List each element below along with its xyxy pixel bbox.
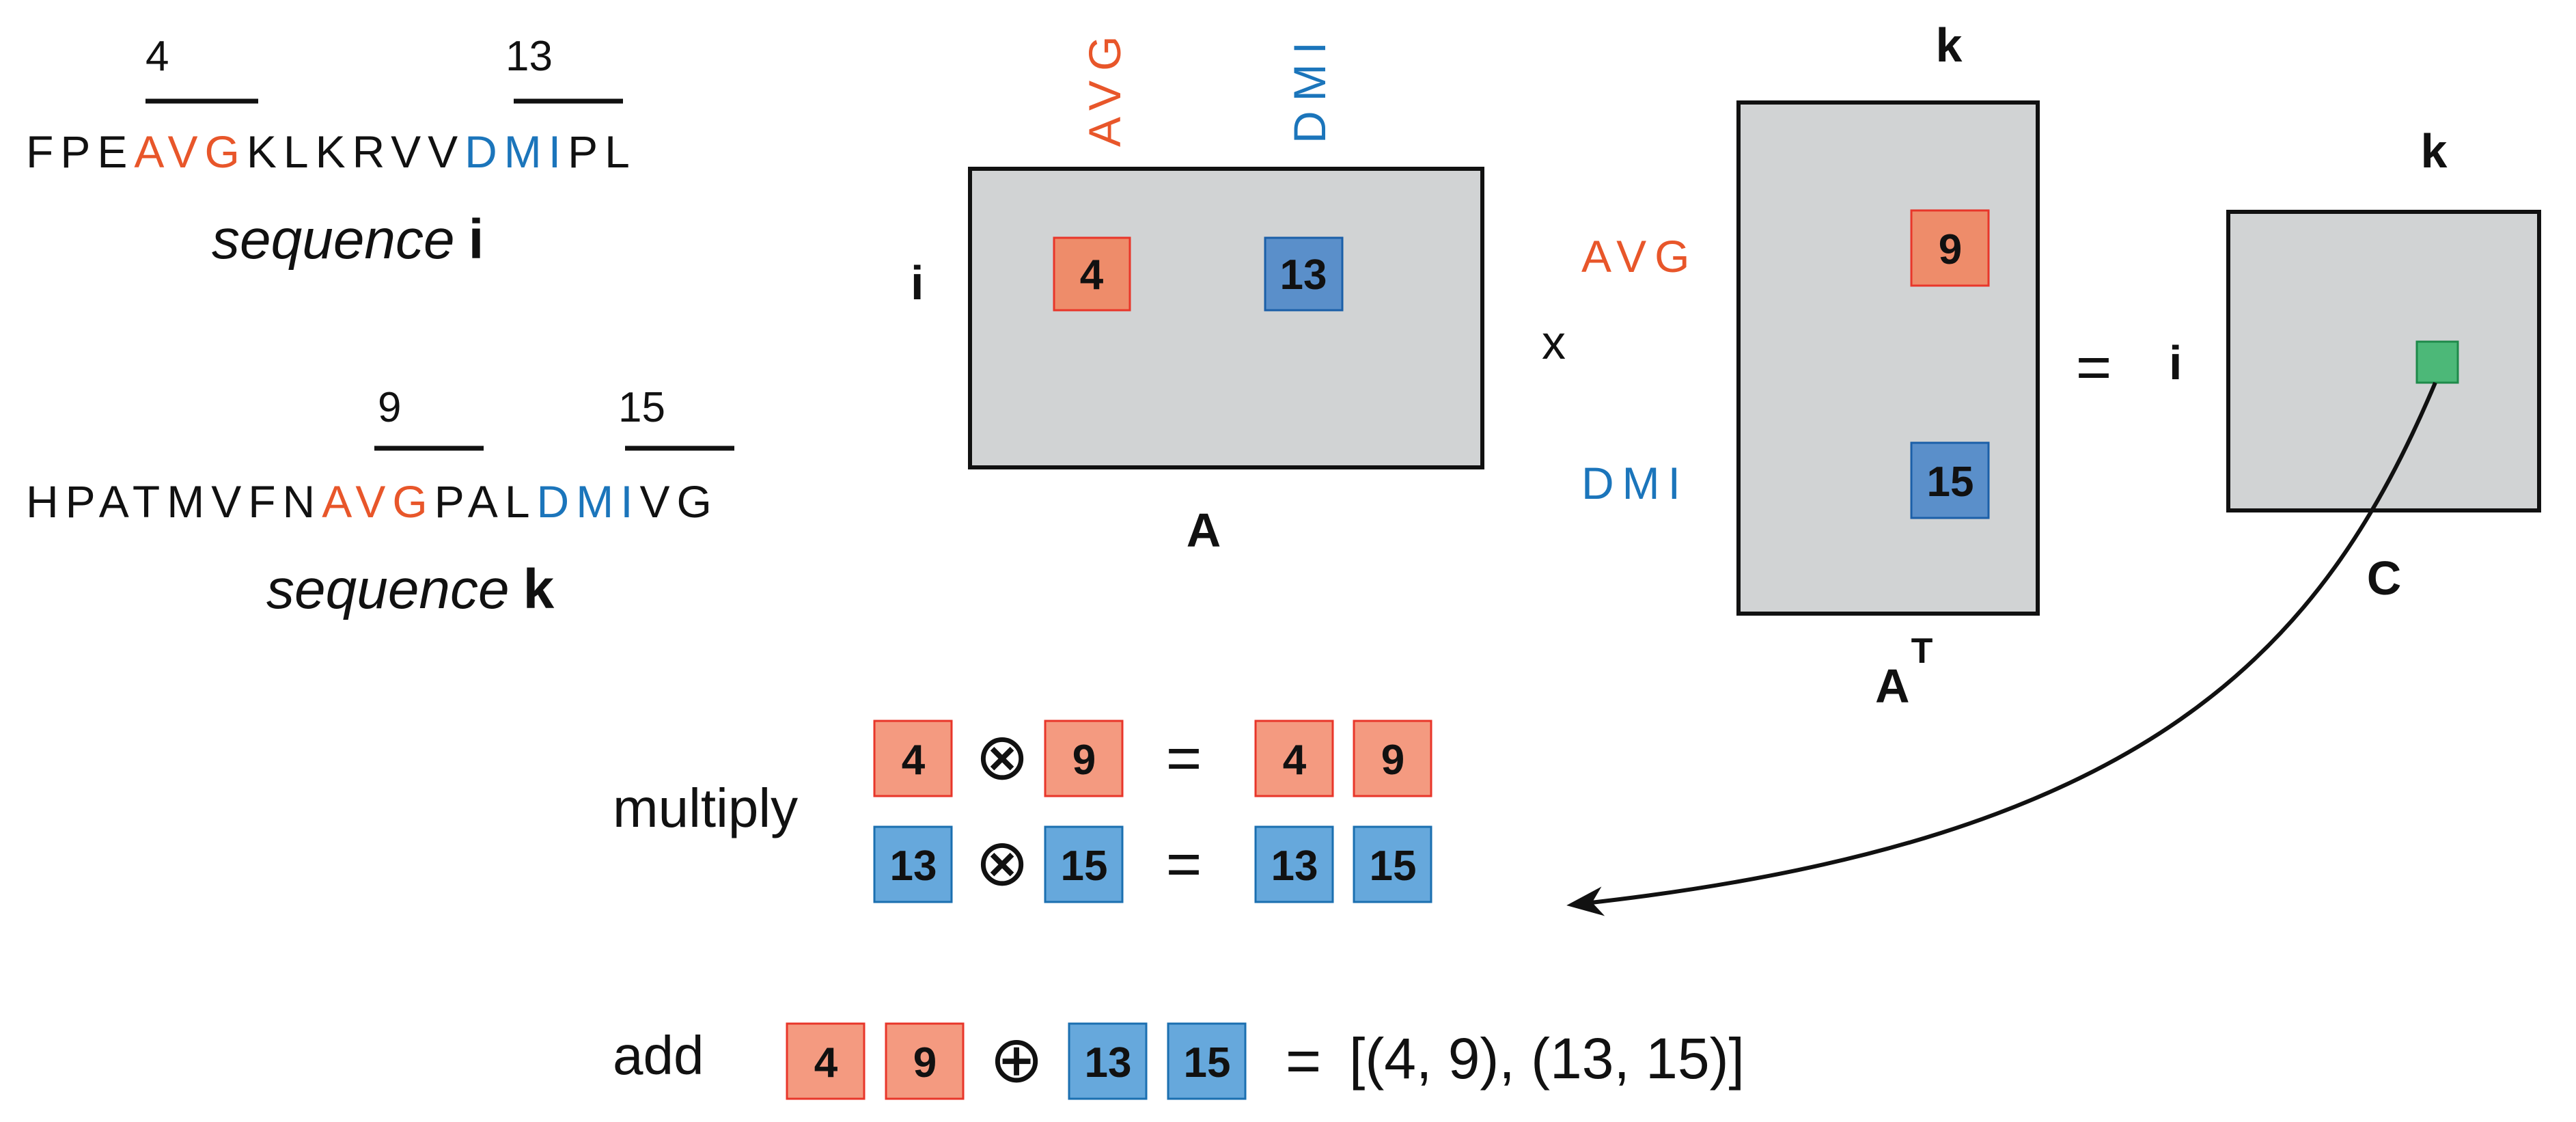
mult-row1-otimes: ⊗ (975, 721, 1029, 793)
seq-k-seg-5: VG (640, 476, 719, 527)
mult-row2-r2-value: 15 (1370, 843, 1417, 890)
mult-row2-a-value: 13 (890, 843, 937, 890)
seq-i-seg-avg: AVG (134, 126, 246, 177)
matrix-at-cell-dmi-value: 15 (1927, 459, 1974, 506)
mult-row2-r2 (1353, 825, 1432, 903)
matrix-a-name: A (1187, 504, 1221, 557)
times-sign: x (1542, 316, 1566, 369)
matrix-c-group: k i C (2169, 124, 2541, 605)
mult-row1-b-value: 9 (1072, 737, 1096, 784)
matrix-c (2226, 210, 2541, 512)
add-result: [(4, 9), (13, 15)] (1349, 1026, 1745, 1091)
matrix-at-name: AT (1875, 631, 1933, 713)
seq-i-seg-5: PL (568, 126, 637, 177)
mult-row1-b (1044, 720, 1124, 797)
seq-k-seg-dmi: DMI (537, 476, 640, 527)
mult-row2-r1 (1254, 825, 1334, 903)
mult-row1-r2 (1353, 720, 1432, 797)
add-cell-2 (885, 1022, 965, 1100)
add-cell-4-value: 15 (1184, 1039, 1231, 1086)
mult-row2-otimes: ⊗ (975, 827, 1029, 899)
matrix-c-result-cell (2415, 340, 2459, 384)
expansion-arrow (1566, 381, 2437, 916)
matrix-a-cell-dmi (1264, 236, 1344, 312)
matrix-a-col-avg: AVG (1079, 27, 1130, 147)
matrix-a (968, 167, 1484, 469)
matrix-a-cell-avg (1053, 236, 1131, 312)
mult-row1-a-value: 4 (902, 737, 926, 784)
matrix-at-row-avg: AVG (1581, 231, 1698, 282)
matrix-c-name: C (2367, 551, 2402, 605)
matrix-c-col-label: k (2421, 124, 2448, 178)
add-label: add (613, 1025, 704, 1086)
matrix-at-group: k AVG DMI 9 15 AT (1581, 18, 2040, 713)
mult-row1-r1-value: 4 (1283, 737, 1307, 784)
add-section: add 4 9 ⊕ 13 15 = [(4, 9), (13, 15)] (613, 1022, 1745, 1100)
mult-row1-r2-value: 9 (1381, 737, 1404, 784)
seq-i-seg-3: KLKRVV (247, 126, 465, 177)
mult-row2-equals: = (1166, 830, 1202, 899)
add-cell-3-value: 13 (1085, 1039, 1132, 1086)
sequence-i-text: FPEAVGKLKRVVDMIPL (26, 126, 637, 177)
multiply-section: multiply 4 ⊗ 9 = 4 9 13 ⊗ 15 = 13 15 (613, 720, 1432, 903)
matrix-at (1736, 100, 2040, 616)
multiply-label: multiply (613, 778, 798, 838)
seq-k-pos-dmi: 15 (618, 384, 665, 431)
mult-row2-b-value: 15 (1061, 843, 1108, 890)
seq-k-seg-3: PAL (434, 476, 537, 527)
sequence-k-text: HPATMVFNAVGPALDMIVG (26, 476, 719, 527)
seq-i-seg-dmi: DMI (465, 126, 568, 177)
seq-k-seg-1: HPATMVFN (26, 476, 322, 527)
seq-k-seg-avg: AVG (322, 476, 434, 527)
seq-i-pos-avg: 4 (146, 33, 169, 80)
matrix-a-row-label: i (911, 256, 924, 310)
mult-row2-r1-value: 13 (1271, 843, 1318, 890)
seq-i-pos-dmi: 13 (505, 33, 553, 80)
add-cell-2-value: 9 (913, 1039, 937, 1086)
mult-row2-b (1044, 825, 1124, 903)
add-oplus: ⊕ (989, 1024, 1044, 1096)
matrix-c-row-label: i (2169, 336, 2182, 389)
matrix-at-cell-avg-value: 9 (1939, 226, 1962, 273)
matrix-a-group: AVG DMI 4 13 i A (911, 27, 1484, 557)
mult-row1-r1 (1254, 720, 1334, 797)
matrix-at-cell-dmi (1910, 441, 1990, 519)
add-cell-4 (1167, 1022, 1247, 1100)
matrix-at-cell-avg (1910, 209, 1990, 287)
matrix-a-cell-dmi-value: 13 (1280, 251, 1327, 299)
matrix-at-col-label: k (1936, 18, 1963, 72)
add-cell-3 (1068, 1022, 1148, 1100)
seq-i-seg-1: FPE (26, 126, 134, 177)
add-cell-1 (786, 1022, 865, 1100)
equals-sign-matrix: = (2076, 333, 2112, 402)
add-equals: = (1286, 1027, 1322, 1095)
matrix-at-row-dmi: DMI (1581, 458, 1689, 508)
mult-row2-a (873, 825, 953, 903)
mult-row1-equals: = (1166, 724, 1202, 793)
matrix-a-col-dmi: DMI (1284, 32, 1335, 143)
matrix-a-cell-avg-value: 4 (1080, 251, 1104, 299)
seq-k-pos-avg: 9 (378, 384, 401, 431)
mult-row1-a (873, 720, 953, 797)
add-cell-1-value: 4 (814, 1039, 838, 1086)
